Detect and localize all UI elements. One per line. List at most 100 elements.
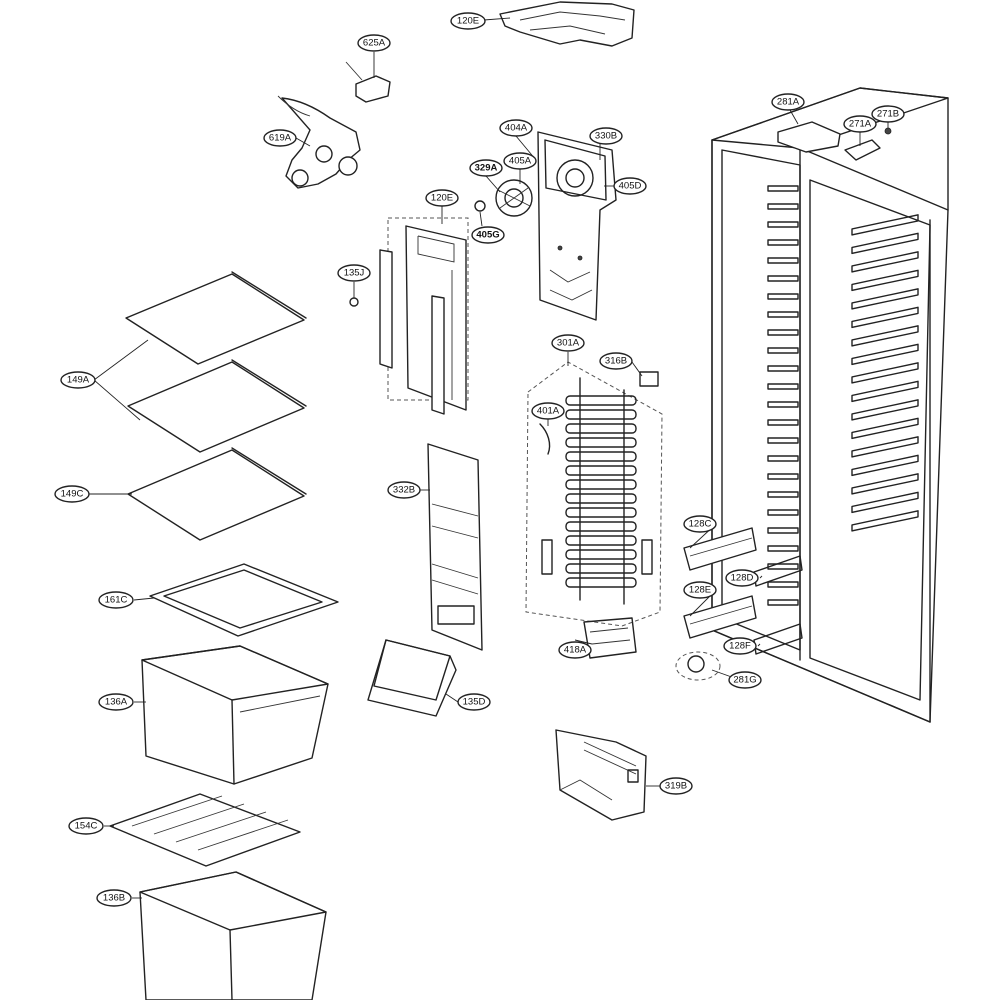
- shelf-rib: [851, 214, 919, 236]
- svg-text:128C: 128C: [689, 519, 712, 530]
- callout-405A: 405A: [503, 152, 537, 170]
- rear-duct-panel: [349, 217, 469, 415]
- svg-text:330B: 330B: [595, 131, 617, 142]
- svg-text:316B: 316B: [605, 356, 627, 367]
- svg-text:625A: 625A: [363, 38, 386, 49]
- evaporator-cover: [427, 443, 483, 651]
- coil-loop: [565, 479, 637, 490]
- svg-text:271B: 271B: [877, 109, 899, 120]
- shelf-rib: [767, 383, 799, 390]
- shelf-rib: [851, 343, 919, 366]
- svg-text:319B: 319B: [665, 781, 687, 792]
- callout-281G: 281G: [728, 671, 762, 689]
- shelf-rib: [767, 329, 799, 336]
- fresh-food-shelf-ribs: [851, 214, 919, 532]
- svg-text:161C: 161C: [105, 595, 128, 606]
- shelf-rib: [851, 251, 919, 273]
- shelf-rib: [767, 257, 799, 264]
- heater-right: [641, 539, 653, 575]
- callout-329A: 329A: [469, 159, 503, 177]
- shelf-rib: [767, 365, 799, 372]
- callout-128E: 128E: [683, 581, 717, 599]
- shelf-rib: [767, 437, 799, 444]
- screw: [884, 127, 892, 135]
- shelf-rib: [851, 232, 919, 255]
- shelf-rib: [851, 454, 919, 477]
- coil-loop: [565, 521, 637, 532]
- shelf-rib: [767, 221, 799, 228]
- svg-text:136A: 136A: [105, 697, 128, 708]
- shelf-rib: [767, 599, 799, 606]
- shelf-rib: [767, 185, 799, 192]
- svg-text:329A: 329A: [475, 163, 498, 174]
- fan-housing: [537, 131, 617, 321]
- svg-text:128F: 128F: [729, 641, 751, 652]
- svg-text:120E: 120E: [457, 16, 479, 27]
- coil-loop: [565, 395, 637, 406]
- shelf-rib: [851, 269, 919, 292]
- shelf-rib: [767, 419, 799, 426]
- svg-text:128E: 128E: [689, 585, 711, 596]
- callout-316B: 316B: [599, 352, 633, 370]
- shelf-rib: [767, 581, 799, 588]
- evaporator-coils: [565, 377, 637, 605]
- shelf-rib: [851, 491, 919, 514]
- svg-text:405A: 405A: [509, 156, 532, 167]
- callout-128D: 128D: [725, 569, 759, 587]
- svg-text:136B: 136B: [103, 893, 125, 904]
- drawer-divider-tray: [109, 793, 301, 867]
- coil-loop: [565, 465, 637, 476]
- callout-135J: 135J: [337, 264, 371, 282]
- freezer-shelf-ribs: [767, 185, 799, 606]
- callout-301A: 301A: [551, 334, 585, 352]
- svg-text:405D: 405D: [619, 181, 642, 192]
- shelf-rib: [851, 325, 919, 347]
- crisper-drawer-1: [141, 645, 329, 785]
- shelf-rib: [767, 239, 799, 246]
- shelf-rib: [767, 275, 799, 282]
- small-tray: [367, 639, 457, 717]
- damper-281G: [675, 651, 721, 681]
- callout-120E-top: 120E: [450, 12, 486, 30]
- callout-405G: 405G: [471, 226, 505, 244]
- callout-418A: 418A: [558, 641, 592, 659]
- coil-loop: [565, 409, 637, 420]
- callout-619A: 619A: [263, 129, 297, 147]
- shelf-rib: [767, 203, 799, 210]
- callout-136A: 136A: [98, 693, 134, 711]
- shelf-rib: [851, 288, 919, 310]
- shelf-rib: [851, 380, 919, 403]
- drawer-slide-lower: [683, 595, 757, 639]
- svg-text:135J: 135J: [344, 268, 365, 279]
- hinge-plate: [844, 139, 881, 161]
- svg-text:404A: 404A: [505, 123, 528, 134]
- coil-loop: [565, 507, 637, 518]
- callout-154C: 154C: [68, 817, 104, 835]
- callout-271A: 271A: [843, 115, 877, 133]
- callout-401A: 401A: [531, 402, 565, 420]
- shelf-rib: [851, 306, 919, 329]
- shelf-rib: [851, 362, 919, 384]
- svg-text:418A: 418A: [564, 645, 587, 656]
- svg-text:128D: 128D: [731, 573, 754, 584]
- crisper-drawer-2: [139, 871, 327, 1000]
- callout-120E-mid: 120E: [425, 189, 459, 207]
- svg-text:154C: 154C: [75, 821, 98, 832]
- coil-loop: [565, 577, 637, 588]
- shelf-rib: [851, 510, 919, 532]
- coil-loop: [565, 535, 637, 546]
- callout-149C: 149C: [54, 485, 90, 503]
- coil-loop: [565, 493, 637, 504]
- shelf-rib: [767, 311, 799, 318]
- callout-319B: 319B: [659, 777, 693, 795]
- shelf-rib: [767, 347, 799, 354]
- refrigerator-cabinet: [711, 87, 949, 723]
- sensor: [639, 371, 659, 387]
- glass-shelf-3: [127, 447, 307, 541]
- coil-loop: [565, 437, 637, 448]
- shelf-rib: [851, 417, 919, 440]
- callout-281A: 281A: [771, 93, 805, 111]
- glass-shelf-2: [127, 359, 307, 453]
- svg-text:281A: 281A: [777, 97, 800, 108]
